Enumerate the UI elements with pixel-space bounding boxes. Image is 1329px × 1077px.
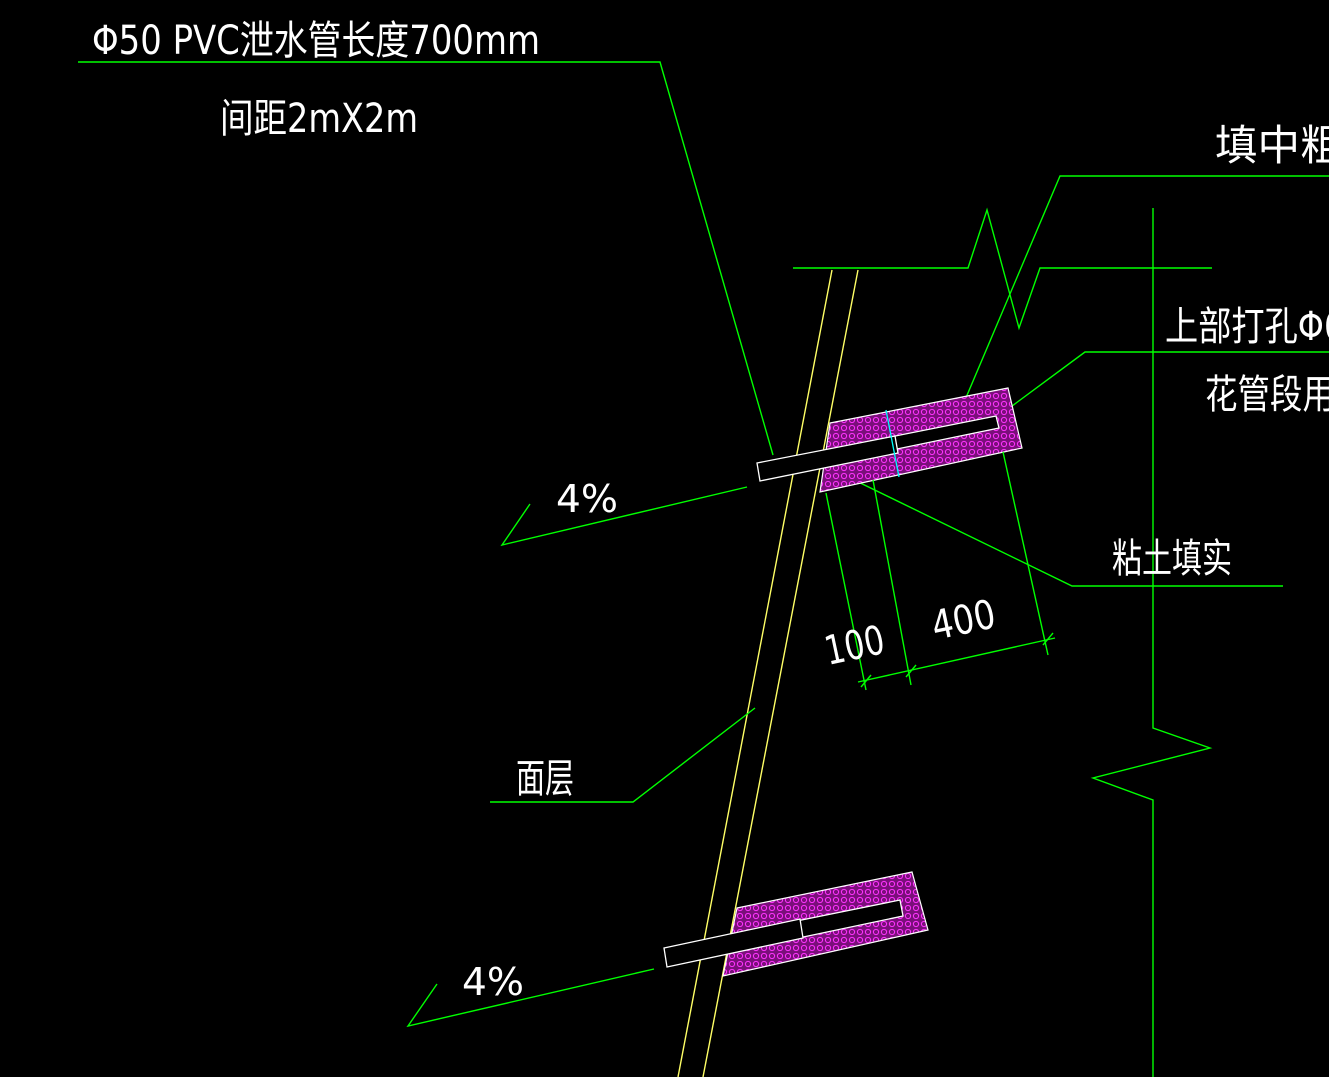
pipe-spec-leader-line [78, 61, 774, 456]
dim-extension-3 [1002, 451, 1049, 656]
upper-slope-label: 4% [556, 477, 618, 521]
upper-slope-line [500, 486, 748, 547]
dimension-400-label: 400 [928, 591, 1000, 649]
dim-tick-1 [860, 674, 872, 688]
perforation-leader-line [984, 351, 1329, 427]
lower-drain-pipe [663, 918, 804, 968]
surface-layer-leader-line [490, 707, 756, 803]
pipe-spec-label: Φ50 PVC泄水管长度700mm [92, 18, 540, 64]
clay-fill-label: 粘土填实 [1112, 536, 1232, 582]
dim-tick-2 [905, 664, 917, 678]
surface-layer-label: 面层 [516, 756, 574, 802]
dim-extension-1 [825, 492, 867, 691]
top-perforation-label: 上部打孔Φ6 [1165, 304, 1329, 350]
clay-fill-leader-line [847, 476, 1283, 587]
fill-sand-label: 填中粗砂 [1215, 121, 1329, 170]
perforated-section-label: 花管段用 [1205, 372, 1329, 418]
spacing-label: 间距2mX2m [220, 96, 418, 142]
top-break-line [793, 207, 1212, 331]
right-boundary-line [1090, 208, 1213, 1077]
upper-drain-pipe [756, 435, 899, 482]
dimension-100-label: 100 [821, 617, 889, 674]
dimension-line [857, 637, 1056, 683]
lower-slope-label: 4% [462, 960, 524, 1004]
fill-sand-leader-line [964, 175, 1329, 401]
lower-slope-line [406, 968, 655, 1028]
upper-pipe-dim-tick [885, 409, 900, 478]
dim-tick-3 [1042, 632, 1054, 646]
dim-extension-2 [872, 479, 912, 686]
